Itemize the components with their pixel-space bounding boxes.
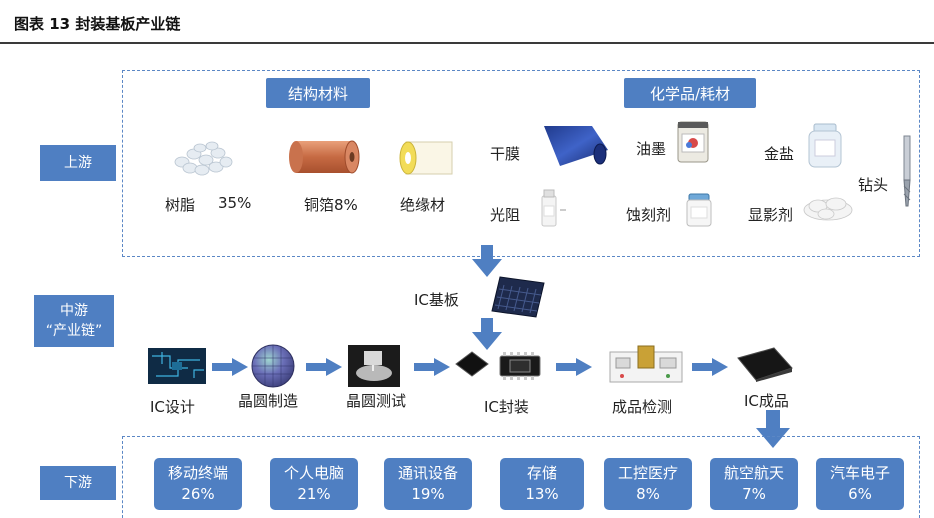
arrow-right-icon <box>212 358 248 376</box>
downstream-panel <box>122 436 920 518</box>
midstream-stage-label: 中游 “产业链” <box>34 295 114 347</box>
segment-share: 19% <box>411 485 445 503</box>
dry-film-label: 干膜 <box>490 145 521 163</box>
arrow-right-icon <box>692 358 728 376</box>
developer-label: 显影剂 <box>748 206 794 224</box>
gold-salt-label: 金盐 <box>764 145 795 163</box>
figure-title: 图表 13 封装基板产业链 <box>14 15 181 33</box>
process-label-wafer-fab: 晶圆制造 <box>238 392 299 410</box>
drill-bit-icon <box>903 135 911 207</box>
process-label-ic-packaging: IC封装 <box>484 398 529 416</box>
segment-name: 通讯设备 <box>397 464 458 482</box>
insulation-label: 绝缘材 <box>400 196 446 214</box>
segment-box: 存储 13% <box>500 458 584 510</box>
chemicals-header: 化学品/耗材 <box>624 78 756 108</box>
title-divider <box>0 42 934 44</box>
drill-bit-label: 钻头 <box>858 176 889 194</box>
process-label-finished-ic: IC成品 <box>744 392 789 410</box>
photoresist-bottle-icon <box>541 189 566 227</box>
developer-powder-icon <box>803 197 853 221</box>
segment-name: 航空航天 <box>723 464 784 482</box>
structural-materials-header: 结构材料 <box>266 78 370 108</box>
segment-box: 汽车电子 6% <box>816 458 904 510</box>
process-label-final-test: 成品检测 <box>612 398 673 416</box>
arrow-down-icon <box>472 318 502 350</box>
segment-box: 通讯设备 19% <box>384 458 472 510</box>
segment-name: 移动终端 <box>167 464 228 482</box>
copper-foil-label: 铜箔8% <box>304 196 358 214</box>
process-label-wafer-test: 晶圆测试 <box>346 392 407 410</box>
process-label-ic-design: IC设计 <box>150 398 195 416</box>
ic-substrate-icon <box>491 276 545 318</box>
segment-share: 7% <box>742 485 766 503</box>
segment-share: 13% <box>525 485 559 503</box>
chip-package-icon <box>455 351 541 380</box>
segment-box: 工控医疗 8% <box>604 458 692 510</box>
segment-name: 存储 <box>526 464 557 482</box>
segment-box: 航空航天 7% <box>710 458 798 510</box>
resin-percent: 35% <box>218 194 252 212</box>
arrow-right-icon <box>306 358 342 376</box>
segment-name: 工控医疗 <box>617 464 678 482</box>
circuit-board-icon <box>148 348 206 384</box>
arrow-right-icon <box>414 358 450 376</box>
finished-ic-icon <box>737 347 793 382</box>
dry-film-roll-icon <box>544 126 608 166</box>
test-board-icon <box>609 345 683 383</box>
segment-share: 26% <box>181 485 215 503</box>
upstream-stage-label: 上游 <box>40 145 116 181</box>
arrow-down-icon <box>472 245 502 277</box>
etchant-jar-icon <box>686 193 712 227</box>
ink-label: 油墨 <box>636 140 667 158</box>
arrow-down-icon <box>756 410 790 448</box>
segment-box: 移动终端 26% <box>154 458 242 510</box>
ink-can-icon <box>677 121 709 163</box>
resin-label: 树脂 <box>165 196 196 214</box>
segment-share: 21% <box>297 485 331 503</box>
gold-salt-bottle-icon <box>808 123 842 168</box>
arrow-right-icon <box>556 358 592 376</box>
segment-box: 个人电脑 21% <box>270 458 358 510</box>
resin-pellets-icon <box>174 141 233 176</box>
copper-foil-roll-icon <box>289 140 360 174</box>
segment-name: 个人电脑 <box>283 464 344 482</box>
wafer-prober-icon <box>348 345 400 387</box>
upstream-panel <box>122 70 920 257</box>
ic-substrate-label: IC基板 <box>414 291 459 309</box>
segment-name: 汽车电子 <box>829 464 890 482</box>
etchant-label: 蚀刻剂 <box>626 206 672 224</box>
segment-share: 6% <box>848 485 872 503</box>
photoresist-label: 光阻 <box>490 206 521 224</box>
wafer-icon <box>251 344 295 388</box>
insulation-roll-icon <box>399 141 453 175</box>
segment-share: 8% <box>636 485 660 503</box>
downstream-stage-label: 下游 <box>40 466 116 500</box>
